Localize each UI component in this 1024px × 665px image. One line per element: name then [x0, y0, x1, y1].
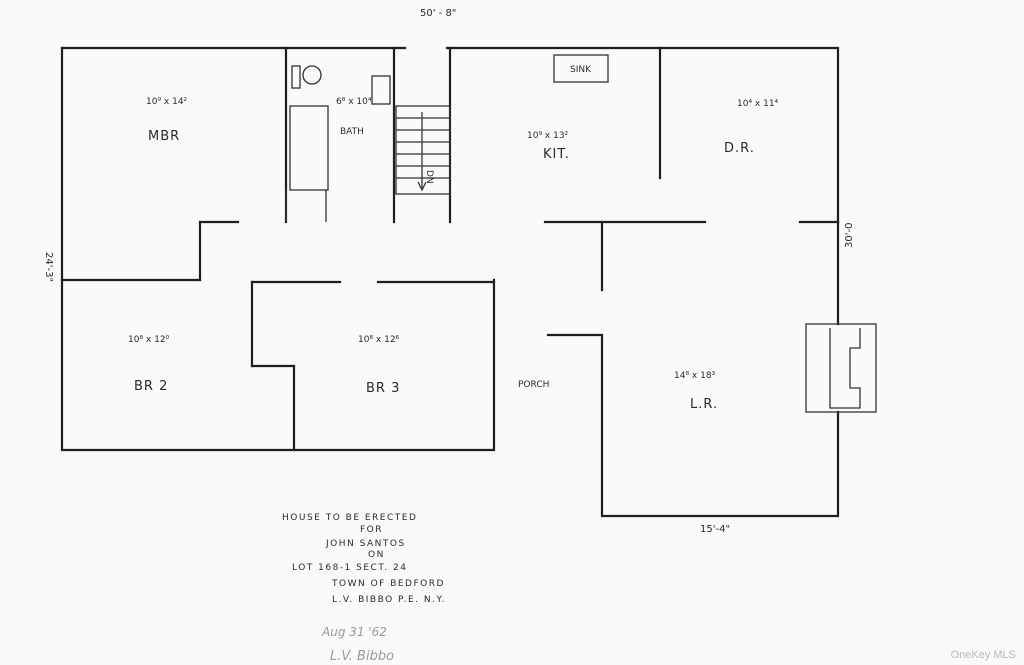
title-line-6: TOWN OF BEDFORD	[331, 579, 445, 589]
overall-width-dimension: 50' - 8"	[420, 8, 456, 19]
fireplace	[805, 323, 877, 413]
title-block: HOUSE TO BE ERECTED FOR JOHN SANTOS ON L…	[282, 513, 446, 664]
lr-size: 14⁸ x 18³	[674, 371, 716, 381]
title-line-1: HOUSE TO BE ERECTED	[282, 513, 417, 523]
exterior-walls	[60, 46, 840, 518]
sink-label: SINK	[570, 65, 592, 75]
bath-fixtures	[285, 65, 391, 222]
br2-size: 10⁸ x 12⁰	[128, 335, 170, 345]
stairs	[395, 105, 451, 195]
interior-walls	[60, 46, 840, 452]
dr-size: 10⁴ x 11⁴	[737, 99, 779, 109]
date-note: Aug 31 '62	[321, 625, 387, 639]
kit-size: 10⁹ x 13²	[527, 131, 569, 141]
dr-label: D.R.	[724, 141, 755, 156]
br3-size: 10⁸ x 12⁶	[358, 335, 400, 345]
title-line-7: L.V. BIBBO P.E. N.Y.	[332, 595, 446, 605]
title-line-2: FOR	[360, 525, 383, 535]
bath-size: 6⁸ x 10⁴	[336, 97, 372, 107]
title-line-4: ON	[368, 550, 385, 560]
br2-label: BR 2	[134, 379, 168, 394]
br3-label: BR 3	[366, 381, 400, 396]
porch-label: PORCH	[518, 380, 549, 390]
watermark: OneKey MLS	[950, 649, 1016, 661]
title-line-3: JOHN SANTOS	[325, 539, 406, 549]
mbr-label: MBR	[148, 129, 180, 144]
kit-label: KIT.	[543, 147, 570, 162]
lr-label: L.R.	[690, 397, 718, 412]
bath-label: BATH	[340, 127, 364, 137]
kitchen-sink	[553, 54, 609, 83]
lr-width-dimension: 15'-4"	[700, 524, 730, 535]
right-depth-dimension: 30'-0	[844, 223, 855, 248]
mbr-size: 10⁹ x 14²	[146, 97, 188, 107]
signature: L.V. Bibbo	[330, 649, 394, 664]
title-line-5: LOT 168-1 SECT. 24	[292, 563, 407, 573]
stairs-label: DN	[424, 170, 434, 184]
left-depth-dimension: 24'-3"	[43, 252, 54, 282]
